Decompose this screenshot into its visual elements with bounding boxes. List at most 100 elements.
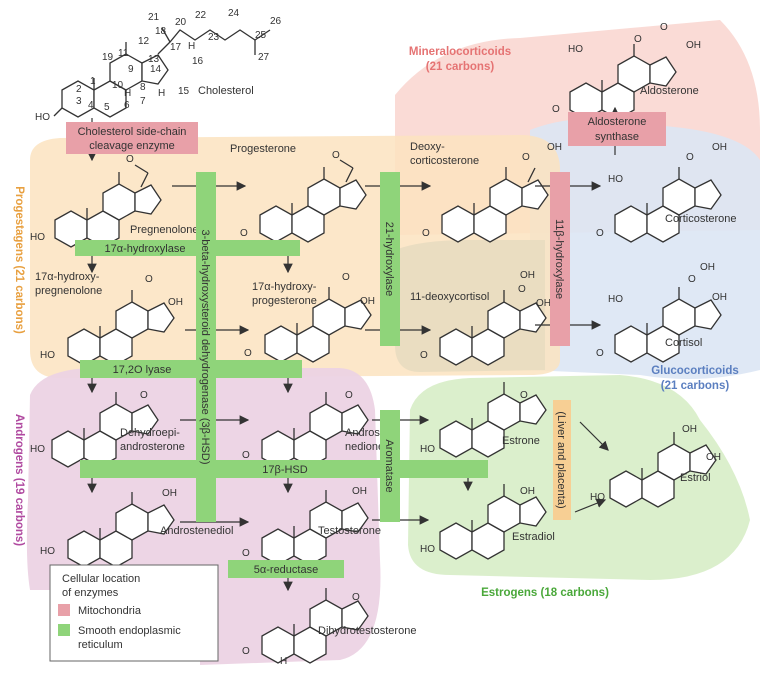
svg-text:OH: OH: [360, 296, 375, 307]
estrone-label: Estrone: [502, 435, 540, 447]
svg-text:21: 21: [148, 12, 160, 23]
androstenedione-structure: O O: [242, 390, 369, 468]
estradiol-label: Estradiol: [512, 531, 555, 543]
aldosterone-synthase-label-1: Aldosterone: [588, 116, 647, 128]
deoxycorticosterone-label-1: Deoxy-: [410, 141, 445, 153]
progesterone-structure: O O: [240, 150, 367, 243]
svg-text:8: 8: [140, 82, 146, 93]
deoxycortisol-structure: O OH OH O: [420, 270, 551, 366]
svg-text:19: 19: [102, 52, 114, 63]
svg-text:27: 27: [258, 52, 270, 63]
svg-text:OH: OH: [168, 297, 183, 308]
estradiol-structure: OH HO: [420, 483, 547, 560]
svg-text:OH: OH: [682, 424, 697, 435]
svg-text:OH: OH: [162, 488, 177, 499]
estriol-structure: OH OH HO: [590, 424, 721, 508]
legend-mito-label: Mitochondria: [78, 605, 142, 617]
svg-text:O: O: [596, 348, 604, 359]
svg-text:O: O: [688, 274, 696, 285]
deoxycorticosterone-label-2: corticosterone: [410, 155, 479, 167]
hydroxyprogesterone-label-1: 17α-hydroxy-: [252, 281, 317, 293]
hydroxypregnenolone-label-2: pregnenolone: [35, 285, 102, 297]
estrone-structure: O HO: [420, 381, 547, 458]
svg-text:O: O: [422, 228, 430, 239]
svg-text:O: O: [634, 34, 642, 45]
svg-text:OH: OH: [712, 142, 727, 153]
svg-text:HO: HO: [608, 174, 623, 185]
svg-text:18: 18: [155, 26, 167, 37]
pregnenolone-label: Pregnenolone: [130, 224, 199, 236]
mineralocorticoids-carbons-label: (21 carbons): [426, 61, 495, 73]
mineralocorticoids-label: Mineralocorticoids: [409, 46, 511, 58]
lyase-label: 17,2O lyase: [113, 364, 172, 376]
aldosterone-synthase-label-2: synthase: [595, 131, 639, 143]
hydroxylase11b-label: 11β-hydroxylase: [553, 219, 565, 299]
hydroxylase21-label: 21-hydroxylase: [383, 222, 395, 297]
svg-text:22: 22: [195, 10, 207, 21]
dht-label: Dihydrotestosterone: [318, 625, 416, 637]
lyase-box: [80, 360, 302, 378]
deoxycortisol-label: 11-deoxycortisol: [410, 291, 489, 303]
svg-text:OH: OH: [700, 262, 715, 273]
legend-title-1: Cellular location: [62, 573, 140, 585]
hydroxylase21-box: [380, 172, 400, 346]
reductase5a-box: [228, 560, 344, 578]
svg-text:4: 4: [88, 100, 94, 111]
hsd3b-box: [196, 172, 216, 522]
svg-text:O: O: [240, 228, 248, 239]
svg-text:O: O: [342, 272, 350, 283]
svg-text:H: H: [158, 88, 165, 99]
pregnenolone-structure: O HO: [30, 154, 162, 248]
scc-enzyme-label-2: cleavage enzyme: [89, 140, 175, 152]
svg-text:14: 14: [150, 64, 162, 75]
cholesterol-carbon-numbers: 1 2 3 4 5 6 7 8 9 10 11 12 13 14 15 16 1…: [76, 8, 282, 113]
androstenediol-structure: OH HO: [40, 488, 177, 568]
svg-text:11: 11: [118, 48, 129, 59]
svg-text:12: 12: [138, 36, 150, 47]
androstenedione-label-2: nedione: [345, 441, 384, 453]
deoxycorticosterone-structure: O OH O: [422, 142, 562, 243]
svg-text:H: H: [124, 88, 131, 99]
legend-ser-label-1: Smooth endoplasmic: [78, 625, 181, 637]
corticosterone-label: Corticosterone: [665, 213, 737, 225]
svg-text:HO: HO: [568, 44, 583, 55]
svg-text:10: 10: [112, 80, 124, 91]
hydroxyprogesterone-structure: O OH O: [244, 272, 375, 363]
svg-text:1: 1: [90, 76, 96, 87]
svg-text:OH: OH: [547, 142, 562, 153]
androgens-label: Androgens (19 carbons): [13, 414, 25, 546]
svg-text:O: O: [552, 104, 560, 115]
svg-text:O: O: [244, 348, 252, 359]
hydroxylase17a-box: [75, 240, 300, 256]
svg-text:20: 20: [175, 17, 187, 28]
svg-text:OH: OH: [686, 40, 701, 51]
svg-text:OH: OH: [712, 292, 727, 303]
legend-mito-swatch: [58, 604, 70, 616]
glucocorticoids-label: Glucocorticoids: [651, 365, 739, 377]
legend-ser-swatch: [58, 624, 70, 636]
scc-enzyme-box: [66, 122, 198, 154]
svg-text:OH: OH: [706, 452, 721, 463]
svg-text:OH: OH: [352, 486, 367, 497]
progestagens-label: Progestagens (21 carbons): [13, 186, 25, 334]
scc-enzyme-label-1: Cholesterol side-chain: [78, 126, 187, 138]
svg-text:3: 3: [76, 96, 82, 107]
svg-text:HO: HO: [30, 444, 45, 455]
dhea-structure: O HO: [30, 390, 159, 468]
glucocorticoids-carbons-label: (21 carbons): [661, 380, 730, 392]
svg-text:OH: OH: [520, 270, 535, 281]
svg-text:7: 7: [140, 96, 146, 107]
svg-text:6: 6: [124, 100, 130, 111]
reductase5a-label: 5α-reductase: [254, 564, 318, 576]
dht-structure: O O H: [242, 587, 369, 667]
svg-text:HO: HO: [35, 112, 50, 123]
legend-ser-label-2: reticulum: [78, 639, 123, 651]
svg-text:9: 9: [128, 64, 134, 75]
hydroxylase17a-label: 17α-hydroxylase: [105, 243, 186, 255]
svg-text:H: H: [280, 656, 287, 667]
estrogens-label: Estrogens (18 carbons): [481, 587, 609, 599]
dhea-label-1: Dehydroepi-: [120, 427, 180, 439]
svg-text:O: O: [242, 450, 250, 461]
svg-text:23: 23: [208, 32, 220, 43]
svg-text:O: O: [660, 22, 668, 33]
